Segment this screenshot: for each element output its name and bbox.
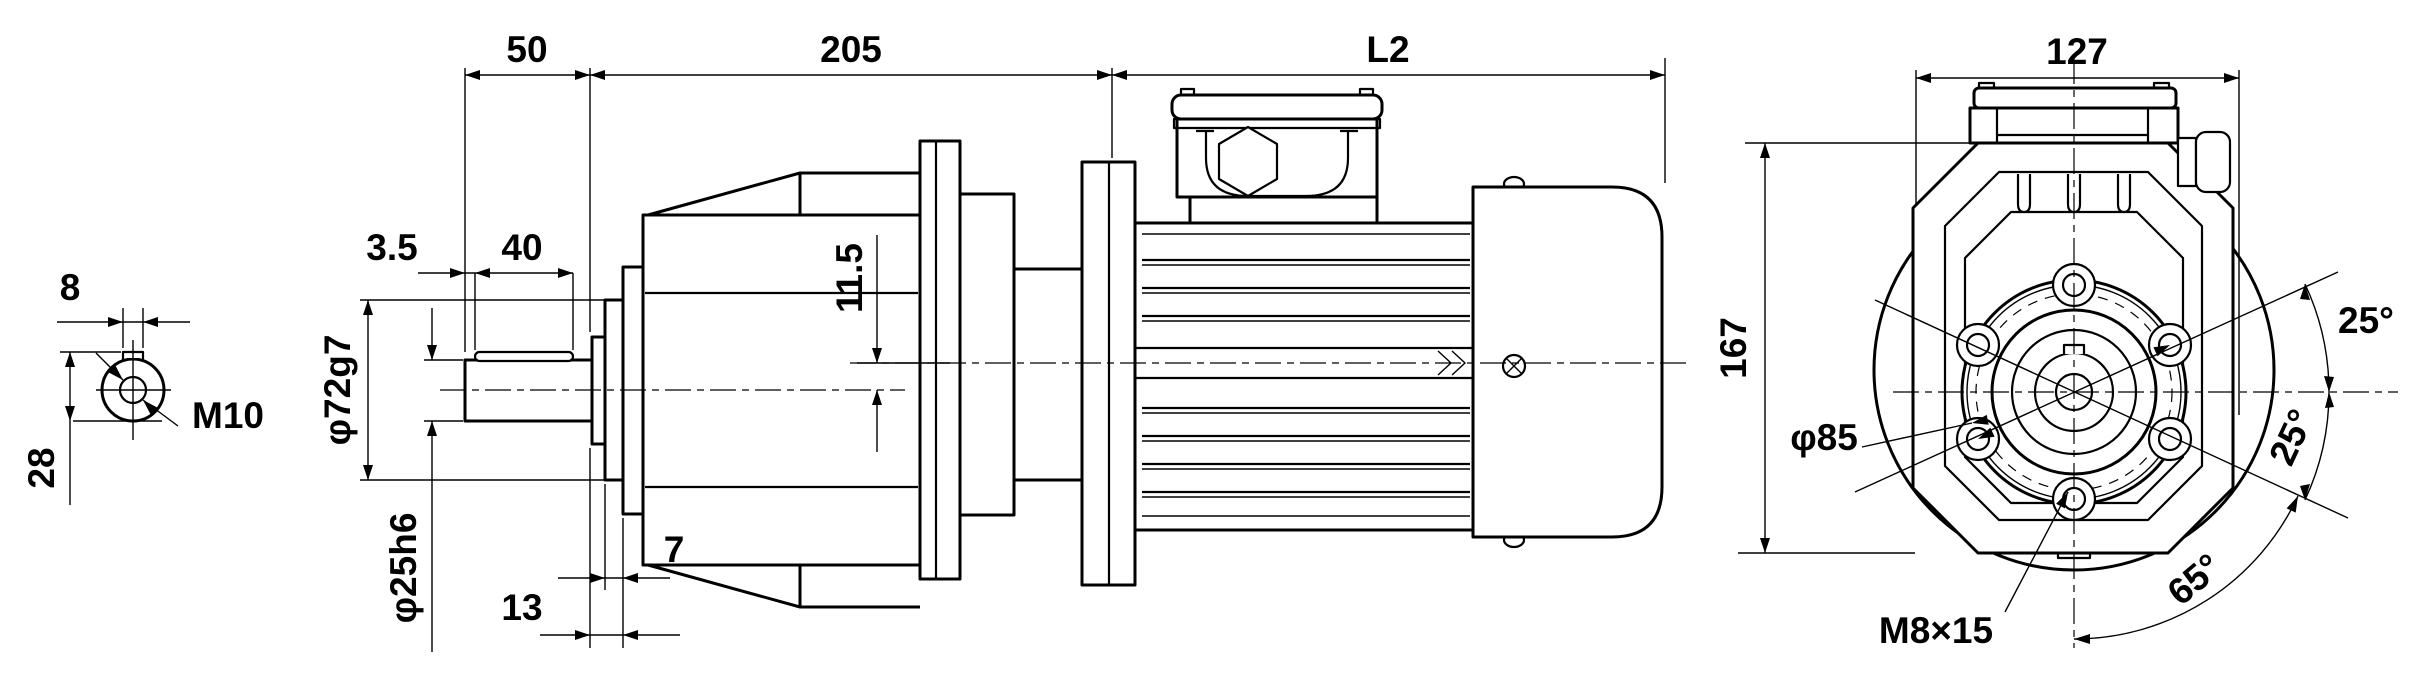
dim-shaft-protrusion: 50: [506, 29, 547, 70]
dim-motor-length: L2: [1366, 29, 1409, 70]
motor: [1133, 87, 1664, 549]
dim-end-to-keyway: 3.5: [366, 227, 417, 268]
dimension-axis-offset: 11.5: [829, 235, 950, 452]
dimension-bolt-circle: φ85: [1790, 271, 2339, 493]
dimension-bolt-spec: M8×15: [1879, 491, 2069, 651]
dim-end-width: 127: [2046, 31, 2108, 72]
dim-axis-offset: 11.5: [829, 243, 870, 313]
output-shaft: [463, 350, 594, 423]
dim-housing-length: 205: [820, 29, 882, 70]
dim-bolt-circle: φ85: [1790, 417, 1858, 458]
dim-key-width: 8: [60, 267, 81, 308]
side-view: 50 205 L2 3.5 40 φ72g7: [317, 29, 1690, 652]
dim-key-height: 28: [21, 447, 62, 488]
terminal-box-side: [1170, 87, 1384, 225]
dimension-shaft-diameter: φ25h6: [383, 308, 463, 652]
dim-end-height: 167: [1713, 317, 1754, 379]
dimension-hub: 7 13: [501, 448, 684, 648]
dim-bolt-spec: M8×15: [1879, 610, 1993, 651]
dimension-end-width: 127: [1915, 31, 2240, 415]
dimension-keyway: 3.5 40: [366, 227, 574, 350]
detail-view-shaft-end: 8 28 M10: [21, 267, 264, 505]
dim-keyway-length: 40: [501, 227, 542, 268]
dimension-end-height: 167: [1713, 142, 1972, 554]
dim-hub-length: 13: [501, 587, 542, 628]
end-view: 127 167 φ85: [1713, 31, 2398, 651]
fan-cover: [1471, 175, 1664, 549]
dim-angle-upper: 25°: [2338, 300, 2394, 341]
housing-octagon-mid: [1943, 170, 2204, 522]
dimension-chain-top: 50 205 L2: [464, 29, 1666, 352]
dimension-pilot-diameter: φ72g7: [317, 299, 612, 481]
bolt-angle-ray: [1874, 299, 2349, 519]
motor-cooling-fins: [1142, 233, 1470, 517]
dim-pilot-width: 7: [664, 529, 685, 570]
dim-center-tap: M10: [192, 395, 264, 436]
mounting-flange-discs: [918, 139, 1137, 587]
dim-pilot-diameter: φ72g7: [317, 335, 358, 446]
dim-shaft-diameter: φ25h6: [383, 513, 424, 624]
housing-octagon-inner: [1963, 210, 2185, 505]
dim-angle-lower: 65°: [2160, 546, 2229, 613]
cable-gland-end: [2176, 136, 2198, 188]
